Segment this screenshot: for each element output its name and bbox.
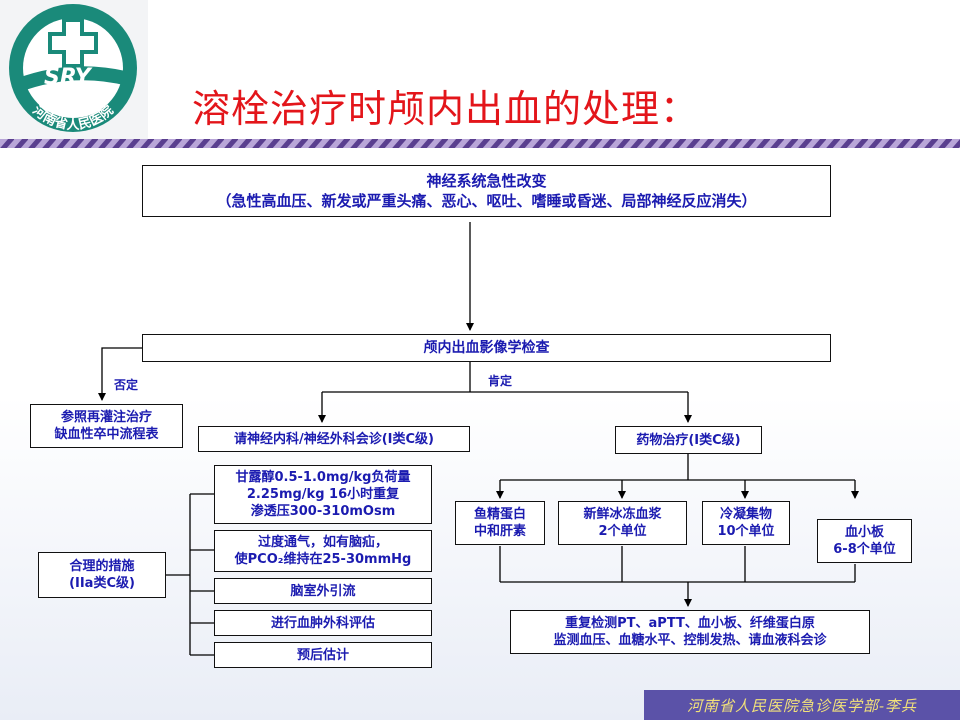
- neuro-change-detail: （急性高血压、新发或严重头痛、恶心、呕吐、嗜睡或昏迷、局部神经反应消失）: [216, 192, 757, 210]
- footer-credit: 河南省人民医院急诊医学部-李兵: [644, 690, 960, 720]
- reasonable-measures-box: 合理的措施 (IIa类C级): [38, 552, 166, 598]
- measure-text: 渗透压300-310mOsm: [250, 504, 396, 519]
- monitoring-line2: 监测血压、血糖水平、控制发热、请血液科会诊: [553, 633, 827, 648]
- imaging-box: 颅内出血影像学检查: [142, 334, 831, 362]
- header-background: [0, 0, 960, 140]
- drug-text: 6-8个单位: [833, 542, 896, 557]
- reasonable-line1: 合理的措施: [69, 559, 135, 574]
- measure-text: 进行血肿外科评估: [270, 615, 375, 631]
- drug-text: 血小板: [844, 525, 884, 540]
- drug-platelet-box: 血小板 6-8个单位: [817, 519, 912, 563]
- measure-text: 使PCO₂维持在25-30mmHg: [234, 552, 412, 567]
- consult-label: 请神经内科/神经外科会诊(I类C级): [233, 431, 434, 447]
- drug-box: 药物治疗(I类C级): [615, 426, 762, 454]
- drug-text: 冷凝集物: [719, 507, 772, 522]
- measure-text: 预后估计: [296, 647, 349, 663]
- reperfusion-line1: 参照再灌注治疗: [60, 410, 152, 425]
- measure-surgical-eval-box: 进行血肿外科评估: [214, 610, 432, 636]
- reperfusion-line2: 缺血性卒中流程表: [54, 427, 159, 442]
- neuro-change-title: 神经系统急性改变: [426, 172, 547, 190]
- decorative-divider: [0, 139, 960, 148]
- monitoring-box: 重复检测PT、aPTT、血小板、纤维蛋白原 监测血压、血糖水平、控制发热、请血液…: [510, 610, 870, 654]
- drug-text: 10个单位: [717, 524, 775, 539]
- measure-text: 脑室外引流: [290, 583, 356, 599]
- drug-ffp-box: 新鲜冰冻血浆 2个单位: [558, 501, 687, 545]
- drug-text: 中和肝素: [473, 524, 526, 539]
- measure-hyperventilation-box: 过度通气，如有脑疝， 使PCO₂维持在25-30mmHg: [214, 530, 432, 572]
- measure-text: 2.25mg/kg 16小时重复: [246, 487, 400, 502]
- positive-label: 肯定: [488, 374, 513, 388]
- drug-text: 2个单位: [598, 524, 647, 539]
- monitoring-line1: 重复检测PT、aPTT、血小板、纤维蛋白原: [565, 616, 815, 631]
- measure-mannitol-box: 甘露醇0.5-1.0mg/kg负荷量 2.25mg/kg 16小时重复 渗透压3…: [214, 465, 432, 524]
- negative-label: 否定: [114, 378, 139, 392]
- drug-text: 鱼精蛋白: [473, 507, 526, 522]
- reperfusion-box: 参照再灌注治疗 缺血性卒中流程表: [30, 404, 183, 448]
- measure-text: 甘露醇0.5-1.0mg/kg负荷量: [235, 470, 411, 485]
- consult-box: 请神经内科/神经外科会诊(I类C级): [198, 426, 470, 452]
- imaging-label: 颅内出血影像学检查: [423, 339, 550, 356]
- measure-text: 过度通气，如有脑疝，: [257, 535, 388, 550]
- measure-prognosis-box: 预后估计: [214, 642, 432, 668]
- logo-text: SRY: [44, 65, 93, 90]
- measure-drainage-box: 脑室外引流: [214, 578, 432, 604]
- logo-graphic: SRY 河南省人民医院: [9, 4, 137, 133]
- neuro-change-box: 神经系统急性改变 （急性高血压、新发或严重头痛、恶心、呕吐、嗜睡或昏迷、局部神经…: [142, 165, 831, 217]
- drug-text: 新鲜冰冻血浆: [583, 507, 662, 522]
- hospital-logo: SRY 河南省人民医院: [0, 0, 148, 140]
- drug-cryo-box: 冷凝集物 10个单位: [702, 501, 790, 545]
- page-title: 溶栓治疗时颅内出血的处理：: [192, 87, 700, 131]
- drug-label: 药物治疗(I类C级): [636, 432, 741, 448]
- drug-protamine-box: 鱼精蛋白 中和肝素: [455, 501, 545, 545]
- reasonable-line2: (IIa类C级): [69, 576, 135, 591]
